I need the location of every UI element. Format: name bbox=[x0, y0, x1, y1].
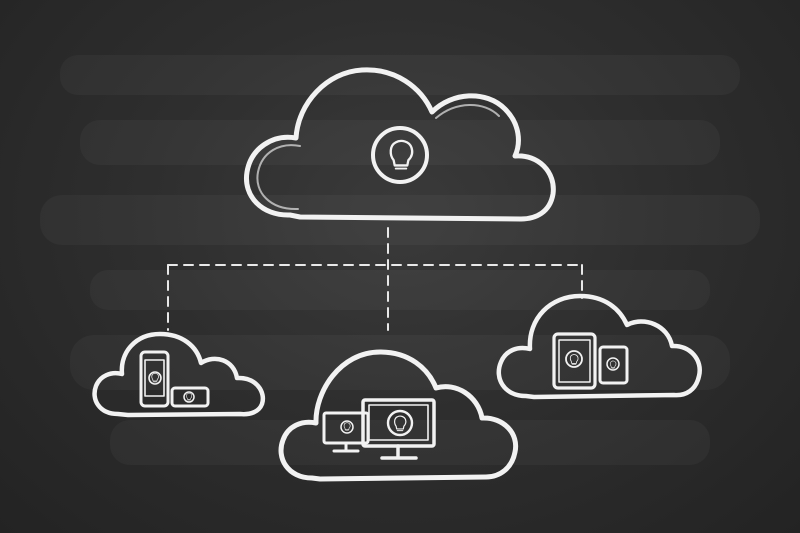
lightbulb-icon bbox=[371, 126, 429, 184]
smartphone-icon bbox=[139, 350, 170, 408]
tablet-small-icon bbox=[598, 345, 629, 385]
desktop-cloud bbox=[278, 349, 519, 482]
central-cloud bbox=[244, 67, 556, 222]
connection-lines bbox=[167, 227, 583, 331]
phone-cloud bbox=[92, 331, 266, 418]
tablet-cloud bbox=[496, 293, 702, 400]
monitor-large-icon bbox=[361, 398, 436, 460]
phone-landscape-icon bbox=[170, 386, 210, 408]
chalk-smudges bbox=[40, 55, 760, 465]
tablet-icon bbox=[552, 332, 597, 390]
monitor-small-icon bbox=[322, 411, 370, 453]
